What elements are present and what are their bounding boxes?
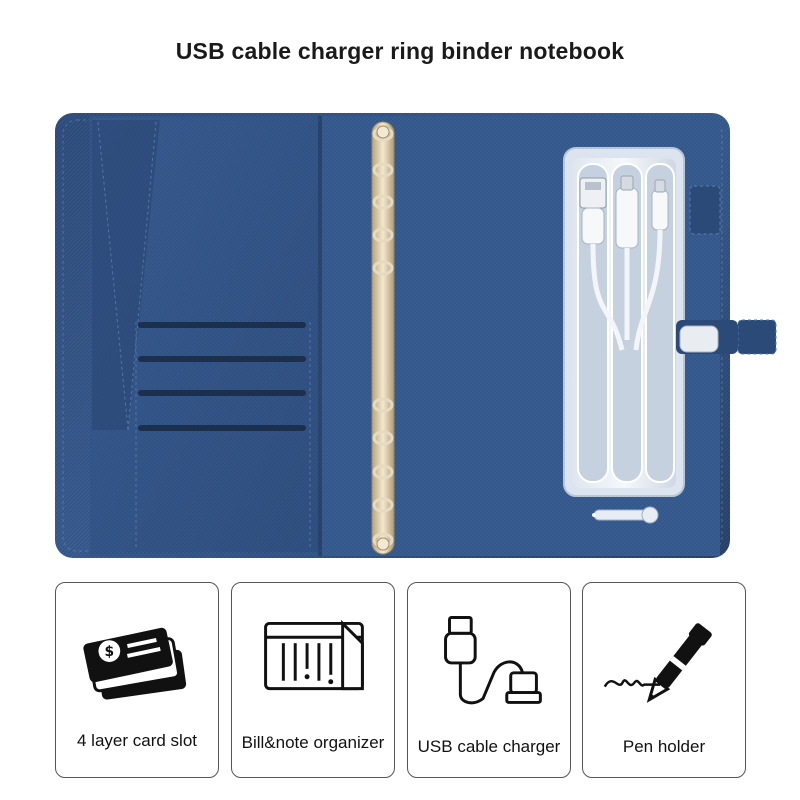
magnetic-strap	[676, 185, 777, 355]
usb-cable-icon	[444, 616, 542, 705]
card-slots	[135, 322, 311, 550]
document-organizer-icon	[264, 619, 364, 691]
feature-card-usb-charger: USB cable charger	[407, 582, 571, 778]
card-stack-icon: $	[83, 627, 187, 700]
feature-label: Pen holder	[622, 737, 706, 756]
feature-label: USB cable charger	[417, 737, 561, 756]
feature-label: 4 layer card slot	[77, 731, 197, 750]
feature-card-pen-holder: Pen holder	[582, 582, 746, 778]
feature-card-bill-organizer: Bill&note organizer	[231, 582, 395, 778]
pen-signature-icon	[603, 623, 712, 703]
svg-text:$: $	[105, 644, 115, 660]
feature-label: Bill&note organizer	[241, 733, 385, 752]
usb-charging-tray	[563, 147, 685, 524]
notebook-product-image	[55, 113, 777, 558]
feature-card-card-slot: $ 4 layer card slot	[55, 582, 219, 778]
page-title: USB cable charger ring binder notebook	[175, 38, 625, 64]
ring-binder	[371, 121, 395, 555]
